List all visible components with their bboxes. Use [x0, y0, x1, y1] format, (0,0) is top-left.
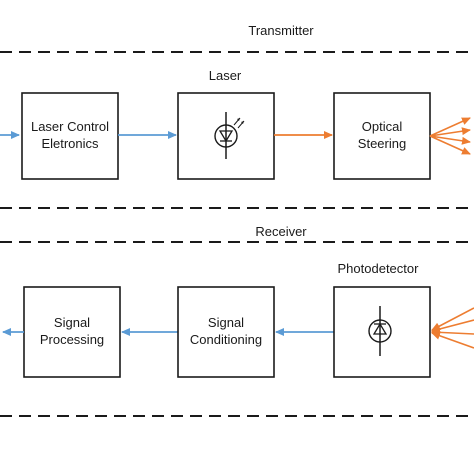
transmitter-section-label: Transmitter — [248, 23, 314, 38]
photodetector-block — [333, 286, 431, 378]
laser-control-line2: Eletronics — [41, 136, 99, 151]
laser-control-line1: Laser Control — [31, 119, 109, 134]
laser-block — [177, 92, 275, 180]
laser-label: Laser — [209, 68, 242, 83]
receiver-section-label: Receiver — [255, 224, 307, 239]
incoming-beam-fan — [431, 307, 474, 349]
signal-processing-line2: Processing — [40, 332, 104, 347]
signal-processing-block: Signal Processing — [23, 286, 121, 378]
photodetector-label: Photodetector — [338, 261, 420, 276]
optical-steering-block: Optical Steering — [333, 92, 431, 180]
optical-steering-line1: Optical — [362, 119, 403, 134]
laser-diode-icon — [214, 112, 245, 159]
signal-conditioning-line1: Signal — [208, 315, 244, 330]
photodiode-icon — [368, 306, 392, 356]
output-beam-fan — [429, 117, 471, 155]
signal-conditioning-block: Signal Conditioning — [177, 286, 275, 378]
optical-steering-line2: Steering — [358, 136, 406, 151]
signal-processing-line1: Signal — [54, 315, 90, 330]
signal-conditioning-line2: Conditioning — [190, 332, 262, 347]
laser-control-electronics-block: Laser Control Eletronics — [21, 92, 119, 180]
